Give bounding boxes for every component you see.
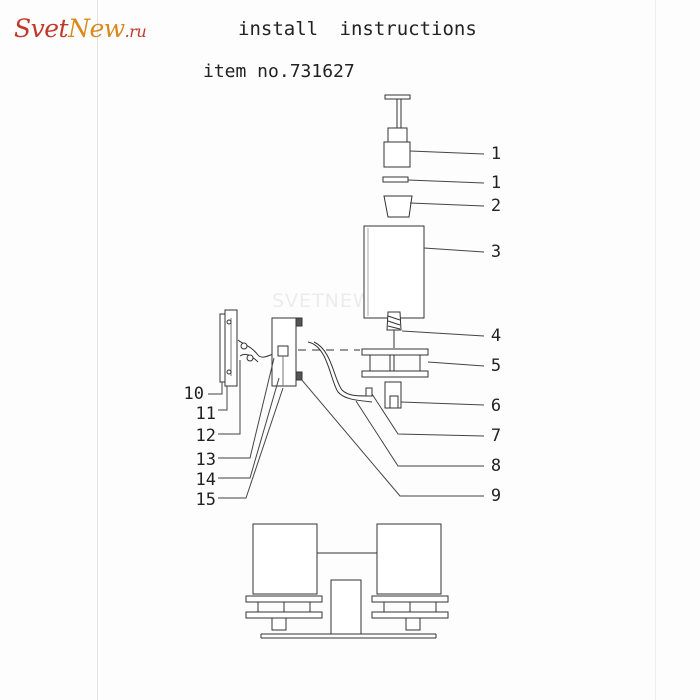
svetnew-logo: SvetNew.ru	[14, 14, 147, 43]
logo-text-ru: .ru	[124, 22, 147, 41]
callout-number: 5	[490, 356, 502, 376]
leader-lines-right	[300, 150, 485, 497]
callout-number: 9	[490, 486, 502, 506]
callout-number: 8	[490, 456, 502, 476]
callout-number: 3	[490, 242, 502, 262]
backplate-part	[271, 317, 303, 387]
callout-number: 15	[195, 490, 216, 510]
curved-arm-part	[313, 341, 373, 397]
wall-bracket-part	[219, 309, 238, 387]
callout-number: 11	[195, 404, 216, 424]
page-title: install instructions	[238, 18, 477, 40]
callout-number: 4	[490, 326, 502, 346]
holder-frame-part	[361, 348, 429, 378]
scan-fold-line	[655, 0, 656, 700]
callout-number: 1	[490, 173, 502, 193]
washer-part	[382, 176, 409, 183]
callout-number: 14	[195, 470, 216, 490]
logo-text-new: New	[68, 14, 125, 43]
callout-number: 13	[195, 450, 216, 470]
logo-text-svet: Svet	[14, 14, 69, 43]
callout-number: 1	[490, 144, 502, 164]
assembled-view-sketch	[245, 523, 449, 639]
wire-connector-part	[237, 339, 279, 363]
scan-fold-line	[97, 0, 98, 700]
screw-part	[365, 387, 373, 397]
curved-arm-part	[307, 341, 373, 403]
cap-part	[383, 195, 413, 218]
callout-number: 6	[490, 396, 502, 416]
glass-shade-part	[363, 225, 425, 319]
callout-number: 7	[490, 426, 502, 446]
leader-lines-left	[208, 357, 284, 499]
holder-clip-part	[384, 381, 402, 409]
bulb-socket-part	[386, 311, 402, 348]
callout-number: 2	[490, 196, 502, 216]
callout-number: 10	[183, 384, 204, 404]
finial-part	[383, 94, 411, 168]
callout-number: 12	[195, 426, 216, 446]
item-number: item no.731627	[203, 61, 355, 82]
